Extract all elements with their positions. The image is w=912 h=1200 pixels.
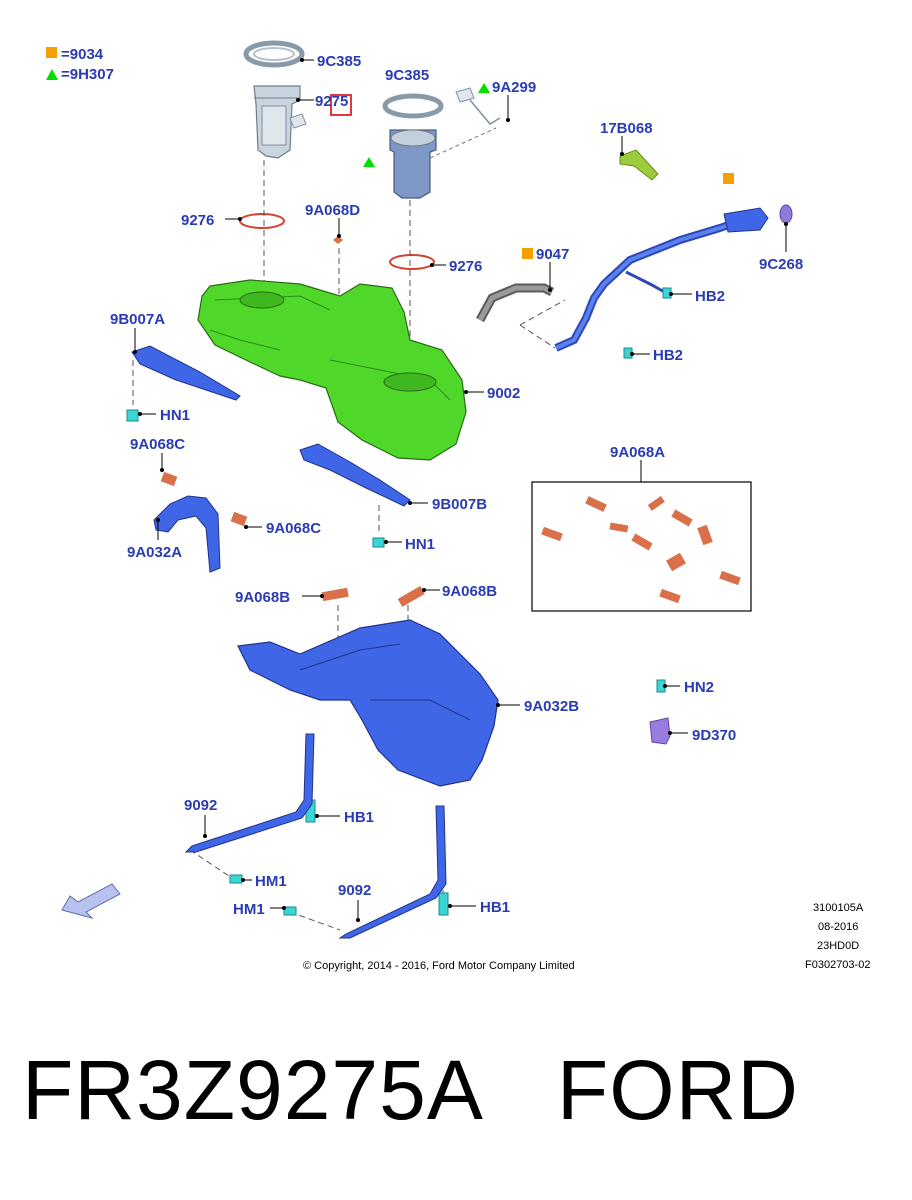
- seal-9A068D: [333, 236, 343, 244]
- pad-kit-9A068A: [531, 481, 752, 612]
- callout-17B068: 17B068: [600, 120, 653, 137]
- shield-9B007B: [299, 443, 411, 507]
- part-number: FR3Z9275A: [22, 1043, 484, 1137]
- callout-9C268: 9C268: [759, 256, 803, 273]
- callout-9A068B-left: 9A068B: [235, 589, 290, 606]
- callout-9C385-top: 9C385: [317, 53, 361, 70]
- callout-9002: 9002: [487, 385, 520, 402]
- nut-HM1-top: [229, 874, 243, 884]
- callout-9C385-mid: 9C385: [385, 67, 429, 84]
- legend: =9034 =9H307: [46, 46, 114, 83]
- callout-9092-left: 9092: [184, 797, 217, 814]
- o-ring-9276-right: [389, 254, 435, 270]
- shield-9A032B: [237, 619, 499, 787]
- orange-square-marker: [522, 248, 533, 259]
- pad-9A068C-right: [230, 511, 248, 527]
- callout-9A068A: 9A068A: [610, 444, 665, 461]
- shield-9B007A: [131, 345, 241, 401]
- green-triangle-marker: [46, 69, 58, 80]
- diagram-footer: © Copyright, 2014 - 2016, Ford Motor Com…: [303, 902, 870, 972]
- pad-9A068B-right: [397, 586, 425, 607]
- o-ring-9276-left: [239, 213, 285, 229]
- part-caption: FR3Z9275A FORD: [22, 1048, 799, 1132]
- copyright-text: © Copyright, 2014 - 2016, Ford Motor Com…: [303, 960, 575, 972]
- callout-9A068C-top: 9A068C: [130, 436, 185, 453]
- callout-9A068D: 9A068D: [305, 202, 360, 219]
- callout-HM1-top: HM1: [255, 873, 287, 890]
- callout-HN1-mid: HN1: [405, 536, 435, 553]
- leader-lines: [134, 59, 787, 920]
- lock-ring-9C385-top: [243, 40, 305, 68]
- callout-HN1-left: HN1: [160, 407, 190, 424]
- callout-HM1-bottom: HM1: [233, 901, 265, 918]
- callout-9A068C-right: 9A068C: [266, 520, 321, 537]
- orange-square-marker: [46, 47, 57, 58]
- clip-17B068: [619, 149, 659, 181]
- filler-pipe: [554, 173, 793, 352]
- nut-HM1-bottom: [283, 906, 297, 916]
- filler-hose-9047: [476, 248, 555, 323]
- callout-9B007A: 9B007A: [110, 311, 165, 328]
- legend-label-9H307: =9H307: [61, 66, 114, 83]
- callout-HB2-bottom: HB2: [653, 347, 683, 364]
- fuel-tank-exploded-diagram: =9034 =9H307: [46, 40, 870, 972]
- front-direction-arrow-icon: [61, 883, 121, 919]
- doc-code-1: 3100105A: [813, 902, 864, 914]
- lock-ring-9C385-mid: [382, 93, 444, 119]
- callout-labels: 9C385 9275 9C385 9A299 17B068 9276 9A068…: [110, 53, 803, 918]
- strap-9092-right: [338, 805, 447, 939]
- pad-kit-frame: [531, 481, 752, 612]
- fuel-sender-unit: [363, 83, 501, 199]
- leader-dots: [133, 58, 788, 922]
- doc-code-3: 23HD0D: [817, 940, 859, 952]
- callout-9276-right: 9276: [449, 258, 482, 275]
- fasteners: [126, 287, 672, 916]
- brand-name: FORD: [556, 1043, 799, 1137]
- legend-label-9034: =9034: [61, 46, 104, 63]
- callout-HN2: HN2: [684, 679, 714, 696]
- bolt-HB1-right: [438, 892, 449, 916]
- strap-9092-left: [184, 733, 315, 853]
- callout-9A032B: 9A032B: [524, 698, 579, 715]
- pad-9A068B-left: [321, 587, 349, 602]
- fuel-pump-module-9275: [243, 40, 352, 159]
- callout-HB1-right: HB1: [480, 899, 510, 916]
- callout-9092-right: 9092: [338, 882, 371, 899]
- callout-9276-left: 9276: [181, 212, 214, 229]
- orange-square-marker: [723, 173, 734, 184]
- nut-HN1-mid: [372, 537, 385, 548]
- selection-highlight: [330, 94, 352, 116]
- callout-9A299: 9A299: [492, 79, 536, 96]
- callout-9A032A: 9A032A: [127, 544, 182, 561]
- clip-9D370: [649, 717, 671, 745]
- bracket-9A032A: [153, 495, 221, 573]
- fuel-tank-9002: [197, 279, 467, 461]
- doc-code-4: F0302703-02: [805, 959, 870, 971]
- green-triangle-marker: [363, 157, 375, 167]
- cap-9C268: [779, 204, 793, 224]
- pad-9A068C-top: [160, 471, 178, 487]
- callout-HB2-top: HB2: [695, 288, 725, 305]
- callout-HB1-left: HB1: [344, 809, 374, 826]
- nut-HN1-left: [126, 409, 139, 422]
- green-triangle-marker: [478, 83, 490, 93]
- callout-9D370: 9D370: [692, 727, 736, 744]
- doc-code-2: 08-2016: [818, 921, 858, 933]
- callout-9047: 9047: [536, 246, 569, 263]
- callout-9275: 9275: [315, 93, 348, 110]
- callout-9B007B: 9B007B: [432, 496, 487, 513]
- callout-9A068B-right: 9A068B: [442, 583, 497, 600]
